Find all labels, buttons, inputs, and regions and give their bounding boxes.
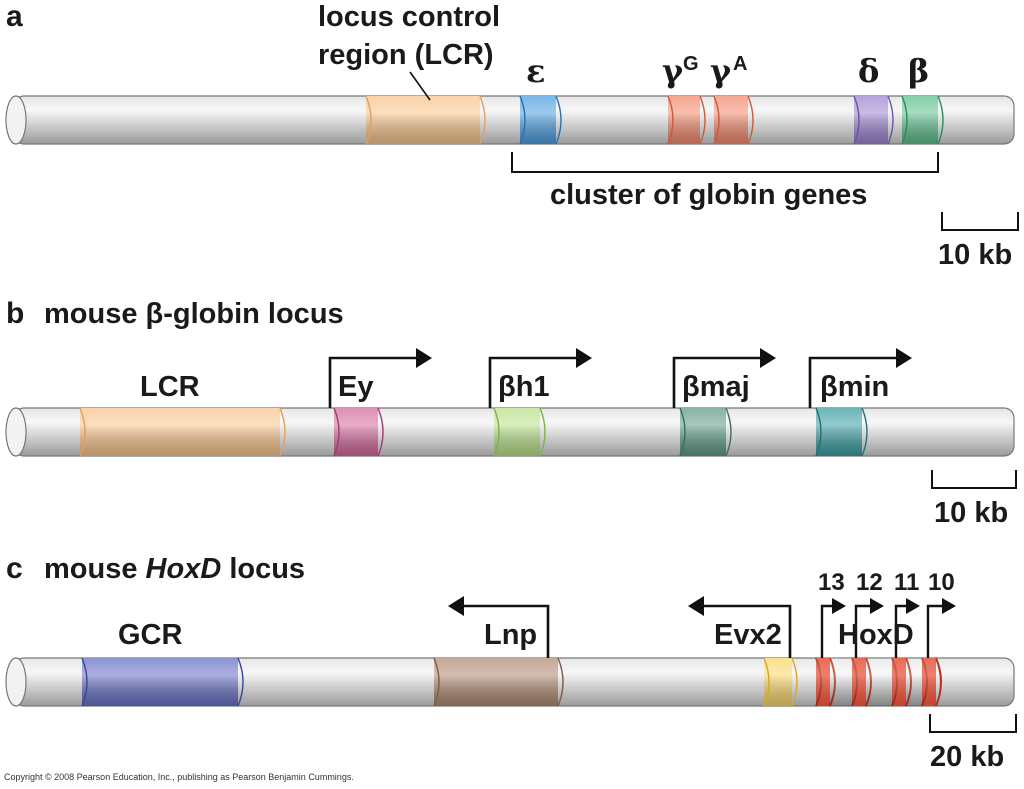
scale-label-c: 20 kb [930,741,1004,773]
lcr-pointer-line [409,71,431,101]
lnp-arrowhead [448,596,464,616]
evx2-promoter-arrow [702,604,792,658]
gene-gamma-g [667,95,706,145]
ey-label: Ey [338,371,373,403]
bmaj-promoter-arrow [672,356,762,408]
hoxd11-arrow [894,604,908,658]
lcr-region-b [79,407,286,457]
scale-label-a: 10 kb [938,239,1012,271]
gcr-region [81,657,244,707]
bmin-promoter-arrow [808,356,898,408]
beta-label: β [908,52,929,90]
cluster-label: cluster of globin genes [550,179,867,211]
lcr-label-line1: locus control [318,1,500,33]
evx2-label: Evx2 [714,619,782,651]
bmaj-arrowhead [760,348,776,368]
scale-bar-a [941,212,1019,231]
chromosome-a [5,95,1015,145]
gamma-a-superscript: A [733,53,747,75]
panel-b-title: mouse β-globin locus [44,298,344,330]
epsilon-label: ε [526,52,545,90]
bh1-arrowhead [576,348,592,368]
gene-ey [333,407,384,457]
panel-a: a [5,0,1019,271]
bh1-promoter-arrow [488,356,578,408]
ey-promoter-arrow [328,356,418,408]
lcr-label-line2: region (LCR) [318,39,494,71]
bmin-arrowhead [896,348,912,368]
cluster-bracket [511,152,939,173]
bmin-label: βmin [820,371,889,403]
hoxd11-label: 11 [894,569,919,596]
bmaj-label: βmaj [682,371,750,403]
panel-c-title: mouse HoxD locus [44,553,305,585]
gene-epsilon [519,95,562,145]
panel-c-label: c [6,552,23,585]
hoxd12-label: 12 [856,569,883,596]
hoxd-label: HoxD [838,619,914,651]
panel-a-label: a [6,0,23,33]
gene-bmaj [679,407,732,457]
panel-b: b mouse β-globin locus [5,297,1017,529]
panel-b-label: b [6,297,24,330]
lcr-label-b: LCR [140,371,200,403]
hoxd12-arrow [854,604,872,658]
lcr-region-a [365,95,486,145]
gamma-g-superscript: G [683,53,699,75]
panel-c: c mouse HoxD locus [5,552,1017,773]
gene-lnp [433,657,564,707]
gene-delta [853,95,894,145]
delta-label: δ [858,52,879,90]
scale-label-b: 10 kb [934,497,1008,529]
scale-bar-b [931,470,1017,489]
bh1-label: βh1 [498,371,550,403]
gamma-g-label: γ [662,52,684,90]
lnp-label: Lnp [484,619,537,651]
ey-arrowhead [416,348,432,368]
gene-evx2 [763,657,798,707]
gene-bmin [815,407,868,457]
hoxd13-arrow [820,604,834,658]
gene-beta [901,95,944,145]
copyright-notice: Copyright © 2008 Pearson Education, Inc.… [4,772,354,782]
gene-bh1 [493,407,546,457]
hoxd-genes [815,657,942,707]
evx2-arrowhead [688,596,704,616]
hoxd13-label: 13 [818,569,845,596]
scale-bar-c [929,714,1017,733]
gene-gamma-a [713,95,754,145]
gamma-a-label: γ [710,52,732,90]
hoxd10-label: 10 [928,569,955,596]
hoxd10-arrow [926,604,944,658]
lnp-promoter-arrow [462,604,550,658]
gcr-label: GCR [118,619,183,651]
